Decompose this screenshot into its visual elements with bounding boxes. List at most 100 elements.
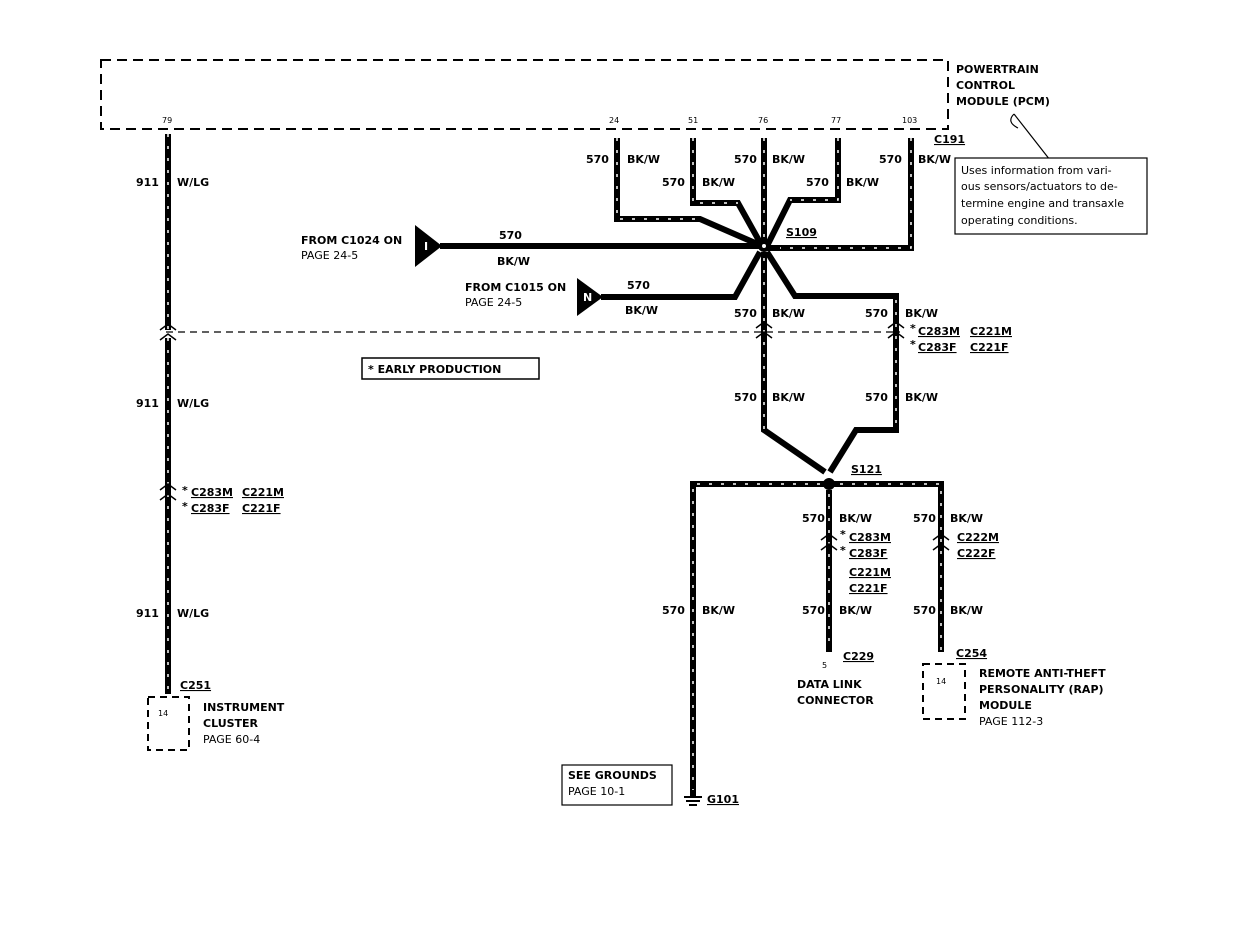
note-line-3: termine engine and transaxle <box>961 197 1124 210</box>
rap-module-box[interactable] <box>922 663 966 720</box>
pcm-title-line2: CONTROL <box>956 79 1015 92</box>
instrument-cluster-connector: C251 <box>180 679 211 692</box>
wire-570-label-e: 570 <box>806 176 829 189</box>
wire-570-label-d: 570 <box>662 176 685 189</box>
star-c283f-left: * <box>182 500 188 513</box>
see-grounds-line2: PAGE 10-1 <box>568 785 625 798</box>
connector-c283-mid-icon <box>755 321 905 339</box>
star-c283f-dlc: * <box>840 544 846 557</box>
see-grounds-line1: SEE GROUNDS <box>568 769 657 782</box>
wire-570-s109-right[interactable] <box>764 250 899 474</box>
from-c1024-letter: I <box>424 240 428 253</box>
dlc-pin: 5 <box>822 661 827 670</box>
pcm-connector-c191: C191 <box>934 133 965 146</box>
circuit-911-label-3: 911 <box>136 607 159 620</box>
star-c283m-left: * <box>182 484 188 497</box>
wire-bkw-label-c: BK/W <box>918 153 951 166</box>
circuit-911-label-1: 911 <box>136 176 159 189</box>
c283m-left: C283M <box>191 486 233 499</box>
rap-line4: PAGE 112-3 <box>979 715 1043 728</box>
note-line-1: Uses information from vari- <box>961 164 1112 177</box>
c221m-mid: C221M <box>970 325 1012 338</box>
star-c283f-mid: * <box>910 338 916 351</box>
rap-connector: C254 <box>956 647 987 660</box>
wire-bkw-label-g: BK/W <box>625 304 658 317</box>
wire-570-label-n: 570 <box>662 604 685 617</box>
wire-570-s109-stripe <box>763 258 897 430</box>
instrument-cluster-box[interactable] <box>147 696 190 751</box>
from-c1015-letter: N <box>583 291 592 304</box>
wire-570-label-g: 570 <box>627 279 650 292</box>
note-pointer-hook <box>1010 113 1019 129</box>
note-pointer <box>1013 113 1051 161</box>
c222f-rap: C222F <box>957 547 996 560</box>
c283f-dlc: C283F <box>849 547 888 560</box>
see-grounds-box[interactable] <box>561 764 673 806</box>
wire-570-label-c: 570 <box>879 153 902 166</box>
early-production-label: * EARLY PRODUCTION <box>368 363 501 376</box>
from-c1015-line2: PAGE 24-5 <box>465 296 522 309</box>
splice-s109-label: S109 <box>786 226 817 239</box>
star-c283m-mid: * <box>910 322 916 335</box>
splice-s109-dot <box>762 244 766 248</box>
pcm-pin-51: 51 <box>688 116 698 125</box>
wire-570-label-o: 570 <box>802 604 825 617</box>
early-production-box <box>361 357 540 380</box>
from-c1024-line2: PAGE 24-5 <box>301 249 358 262</box>
instrument-cluster-line2: CLUSTER <box>203 717 259 730</box>
ground-symbol-icon <box>684 796 702 806</box>
wire-bkw-label-n: BK/W <box>702 604 735 617</box>
star-c283m-dlc: * <box>840 528 846 541</box>
wire-bkw-label-e: BK/W <box>846 176 879 189</box>
wire-570-to-ground[interactable] <box>690 481 829 796</box>
wire-bkw-label-f: BK/W <box>497 255 530 268</box>
note-line-4: operating conditions. <box>961 214 1078 227</box>
rap-line2: PERSONALITY (RAP) <box>979 683 1104 696</box>
c283f-left: C283F <box>191 502 230 515</box>
wire-bkw-label-o: BK/W <box>839 604 872 617</box>
wire-570-s109-down[interactable] <box>761 252 827 475</box>
c221m-dlc: C221M <box>849 566 891 579</box>
color-wlg-label-3: W/LG <box>177 607 209 620</box>
ground-g101: G101 <box>707 793 739 806</box>
wire-570-label-b: 570 <box>734 153 757 166</box>
wire-bkw-label-k: BK/W <box>905 391 938 404</box>
wire-bkw-label-l: BK/W <box>839 512 872 525</box>
wire-570-label-m: 570 <box>913 512 936 525</box>
wire-570-label-a: 570 <box>586 153 609 166</box>
wire-bkw-label-j: BK/W <box>772 391 805 404</box>
pcm-title-line3: MODULE (PCM) <box>956 95 1050 108</box>
wire-570-pin51[interactable] <box>690 138 765 248</box>
note-line-2: ous sensors/actuators to de- <box>961 180 1118 193</box>
wire-570-to-ground-stripe <box>692 483 820 790</box>
rap-line3: MODULE <box>979 699 1032 712</box>
instrument-cluster-line1: INSTRUMENT <box>203 701 285 714</box>
pcm-pin-103: 103 <box>902 116 917 125</box>
from-c1024-line1: FROM C1024 ON <box>301 234 402 247</box>
c221f-dlc: C221F <box>849 582 888 595</box>
pcm-pin-79: 79 <box>162 116 172 125</box>
wire-bkw-label-d: BK/W <box>702 176 735 189</box>
wire-570-label-j: 570 <box>734 391 757 404</box>
wire-570-pins-stripe <box>616 138 912 249</box>
wire-bkw-label-m: BK/W <box>950 512 983 525</box>
c221f-mid: C221F <box>970 341 1009 354</box>
pcm-pin-76: 76 <box>758 116 768 125</box>
pcm-box[interactable] <box>100 59 949 130</box>
connector-c283-icon <box>159 323 177 341</box>
dlc-line1: DATA LINK <box>797 678 862 691</box>
wire-570-label-p: 570 <box>913 604 936 617</box>
c221m-left: C221M <box>242 486 284 499</box>
wire-bkw-label-p: BK/W <box>950 604 983 617</box>
note-box <box>954 157 1148 235</box>
instrument-cluster-line3: PAGE 60-4 <box>203 733 260 746</box>
from-c1015-arrow-icon <box>577 278 603 316</box>
rap-pin: 14 <box>936 677 946 686</box>
wire-bkw-label-h: BK/W <box>772 307 805 320</box>
wire-570-from-c1015[interactable] <box>601 250 763 300</box>
instrument-cluster-pin: 14 <box>158 709 168 718</box>
wire-bkw-label-b: BK/W <box>772 153 805 166</box>
color-wlg-label-2: W/LG <box>177 397 209 410</box>
dlc-line2: CONNECTOR <box>797 694 874 707</box>
pcm-pin-24: 24 <box>609 116 619 125</box>
